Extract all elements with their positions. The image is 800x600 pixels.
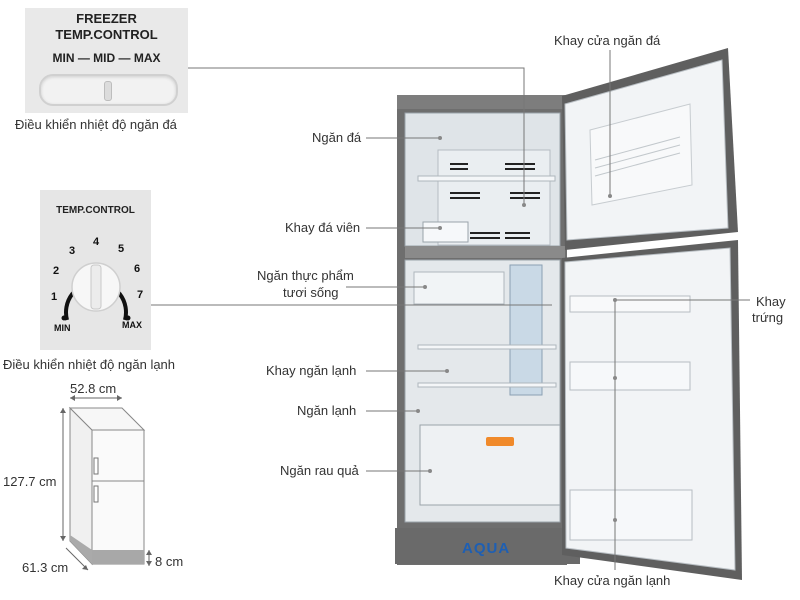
label-ngan-thuc-pham-2: tươi sống	[283, 285, 339, 300]
dial-num-7: 7	[137, 289, 144, 301]
dial-num-3: 3	[69, 245, 76, 257]
label-khay-trung-2: trứng	[752, 310, 784, 325]
fridge-dial[interactable]	[40, 190, 151, 350]
dimension-width: 52.8 cm	[70, 381, 117, 396]
fridge-door-bin	[569, 489, 693, 541]
freezer-control-title-1: FREEZER	[76, 11, 137, 26]
dimension-base: 8 cm	[155, 554, 184, 569]
fresh-food-drawer	[413, 271, 505, 305]
freezer-control-scale: MIN — MID — MAX	[52, 51, 161, 65]
label-khay-da-vien: Khay đá viên	[285, 220, 361, 235]
dial-num-6: 6	[134, 263, 141, 275]
brand-logo: AQUA	[462, 540, 511, 557]
label-ngan-rau-qua: Ngăn rau quả	[280, 463, 359, 478]
label-khay-cua-ngan-lanh: Khay cửa ngăn lạnh	[554, 573, 671, 588]
freezer-control-panel: FREEZER TEMP.CONTROL MIN — MID — MAX	[25, 8, 188, 113]
fridge-control-caption: Điều khiển nhiệt độ ngăn lạnh	[3, 357, 176, 372]
label-ngan-lanh: Ngăn lạnh	[297, 403, 357, 418]
fridge-shelf-1	[417, 344, 557, 350]
dial-num-2: 2	[53, 265, 60, 277]
dimension-height: 127.7 cm	[3, 474, 57, 489]
freezer-control-title-2: TEMP.CONTROL	[55, 27, 158, 42]
freezer-control-slider[interactable]	[39, 74, 178, 106]
label-khay-trung-1: Khay	[756, 294, 786, 309]
dial-num-1: 1	[51, 291, 58, 303]
label-khay-cua-ngan-da: Khay cửa ngăn đá	[554, 33, 661, 48]
fridge-control-title: TEMP.CONTROL	[56, 205, 135, 216]
label-khay-ngan-lanh: Khay ngăn lạnh	[266, 363, 357, 378]
label-ngan-da: Ngăn đá	[312, 130, 362, 145]
freezer-control-caption: Điều khiển nhiệt độ ngăn đá	[15, 117, 177, 132]
fridge-shelf-2	[417, 382, 557, 388]
dial-min-label: MIN	[54, 323, 71, 333]
dial-max-label: MAX	[122, 320, 142, 330]
dimension-depth: 61.3 cm	[22, 560, 69, 575]
ice-tray	[422, 221, 469, 243]
dial-num-4: 4	[93, 236, 100, 248]
freezer-slider-knob[interactable]	[104, 81, 112, 101]
fridge-control-panel: TEMP.CONTROL 1 2 3 4 5 6 7 MIN MAX	[40, 190, 151, 350]
dial-num-5: 5	[118, 243, 125, 255]
label-ngan-thuc-pham-1: Ngăn thực phẩm	[257, 268, 354, 283]
